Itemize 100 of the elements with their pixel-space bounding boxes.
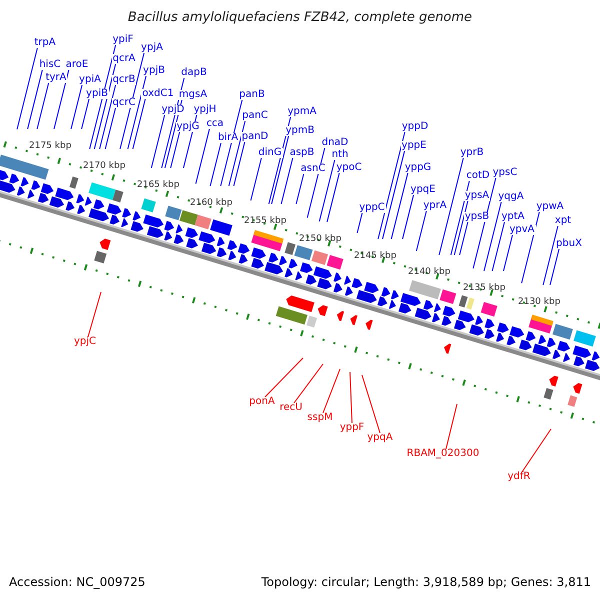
gene-label: yppC [358,203,386,213]
leader-line [454,200,468,256]
scale-label: 2160 kbp [190,199,232,208]
leader-line [70,84,83,130]
leader-line [170,132,180,168]
leader-line [81,98,90,130]
gene-label: birA [216,133,240,143]
gene-label: pbuX [555,239,583,249]
leader-line [378,132,406,240]
leader-line [99,84,116,150]
gene-label: yppD [400,122,430,132]
gene-label: ypjH [192,105,218,115]
leader-line [522,428,552,472]
scale-label: 2150 kbp [299,235,342,244]
gene-label: cca [205,119,225,129]
gene-label: qcrC [112,98,136,108]
gene-label: ypjD [160,105,186,115]
gene-label: yprA [422,201,448,211]
gene-label: panC [241,111,269,121]
leader-line [438,158,464,256]
leader-line [250,158,262,201]
gene-label: ypvA [508,225,536,235]
leader-line [228,120,246,186]
gene-label: cotD [465,171,491,181]
gene-label: ypqA [366,433,394,443]
gene-label: yppE [400,141,428,151]
scale-label: 2155 kbp [244,217,286,226]
leader-line [502,234,513,272]
leader-line [550,248,560,286]
gene-label: yppF [338,423,366,433]
gene-label: nth [330,150,350,160]
gene-label: mgsA [178,90,208,100]
gene-label: ypjG [176,122,200,132]
gene-label: trpA [33,38,57,48]
gene-label: recU [278,403,304,413]
gene-label: qcrB [112,75,136,85]
gene-label: ypmB [284,126,316,136]
leader-line [271,136,290,204]
leader-line [88,292,102,338]
gene-label: yprB [459,148,485,158]
gene-label: oxdC1 [141,89,175,99]
leader-line [127,76,147,150]
gene-label: ypiA [78,75,102,85]
leader-line [132,98,146,150]
gene-label: asnC [300,164,326,174]
gene-label: ypsC [492,168,518,178]
leader-line [89,44,116,150]
gene-label: panB [238,90,266,100]
leader-line [150,114,166,168]
leader-line [322,368,340,414]
leader-line [446,404,458,450]
leader-line [264,358,304,398]
footer-text: Topology: circular; Length: 3,918,589 bp; Genes: 3,811 [261,576,591,588]
scale-label: 2175 kbp [29,142,72,151]
gene-label: ypjA [140,43,164,53]
gene-label: hisC [38,60,62,70]
title: Bacillus amyloliquefaciens FZB42, complete genome [126,11,474,24]
scale-label: 2130 kbp [518,298,560,307]
leader-line [306,148,326,218]
leader-line [450,180,470,256]
gene-label: sspM [306,413,334,423]
leader-line [484,202,502,272]
gene-label: panD [240,132,270,142]
gene-label: ypmA [286,107,318,117]
gene-label: yqgA [497,192,525,202]
gene-label: ponA [248,397,276,407]
leader-line [16,48,38,130]
leader-line [521,212,540,284]
leader-line [318,160,336,222]
scale-label: 2145 kbp [354,252,396,261]
gene-label: ypjB [142,66,166,76]
leader-line [233,142,246,186]
gene-label: ypoC [335,163,363,173]
footer-text: Accession: NC_009725 [9,576,146,588]
scale-label: 2135 kbp [463,284,506,293]
leader-line [402,194,414,240]
gene-label: ypsB [464,212,490,222]
gene-label: ypwA [535,202,565,212]
gene-label: aroE [64,60,90,70]
leader-line [280,158,294,204]
leader-line [27,70,43,130]
gene-label: ypiF [112,35,134,45]
leader-line [326,172,340,222]
gene-label: dapB [180,68,208,78]
scale-label: 2165 kbp [137,181,180,190]
gene-label: dnaD [320,138,350,148]
gene-label: ypqE [410,185,436,195]
gene-label: yptA [500,212,526,222]
leader-line [296,174,304,204]
gene-label: dinG [257,148,283,158]
leader-line [104,108,116,150]
leader-line [472,178,496,269]
leader-line [210,142,222,186]
leader-line [416,210,427,252]
leader-line [390,172,408,240]
gene-label: ypsA [464,191,490,201]
leader-line [195,128,210,184]
scale-label: 2170 kbp [83,162,126,171]
leader-line [459,222,468,256]
leader-line [382,150,406,240]
